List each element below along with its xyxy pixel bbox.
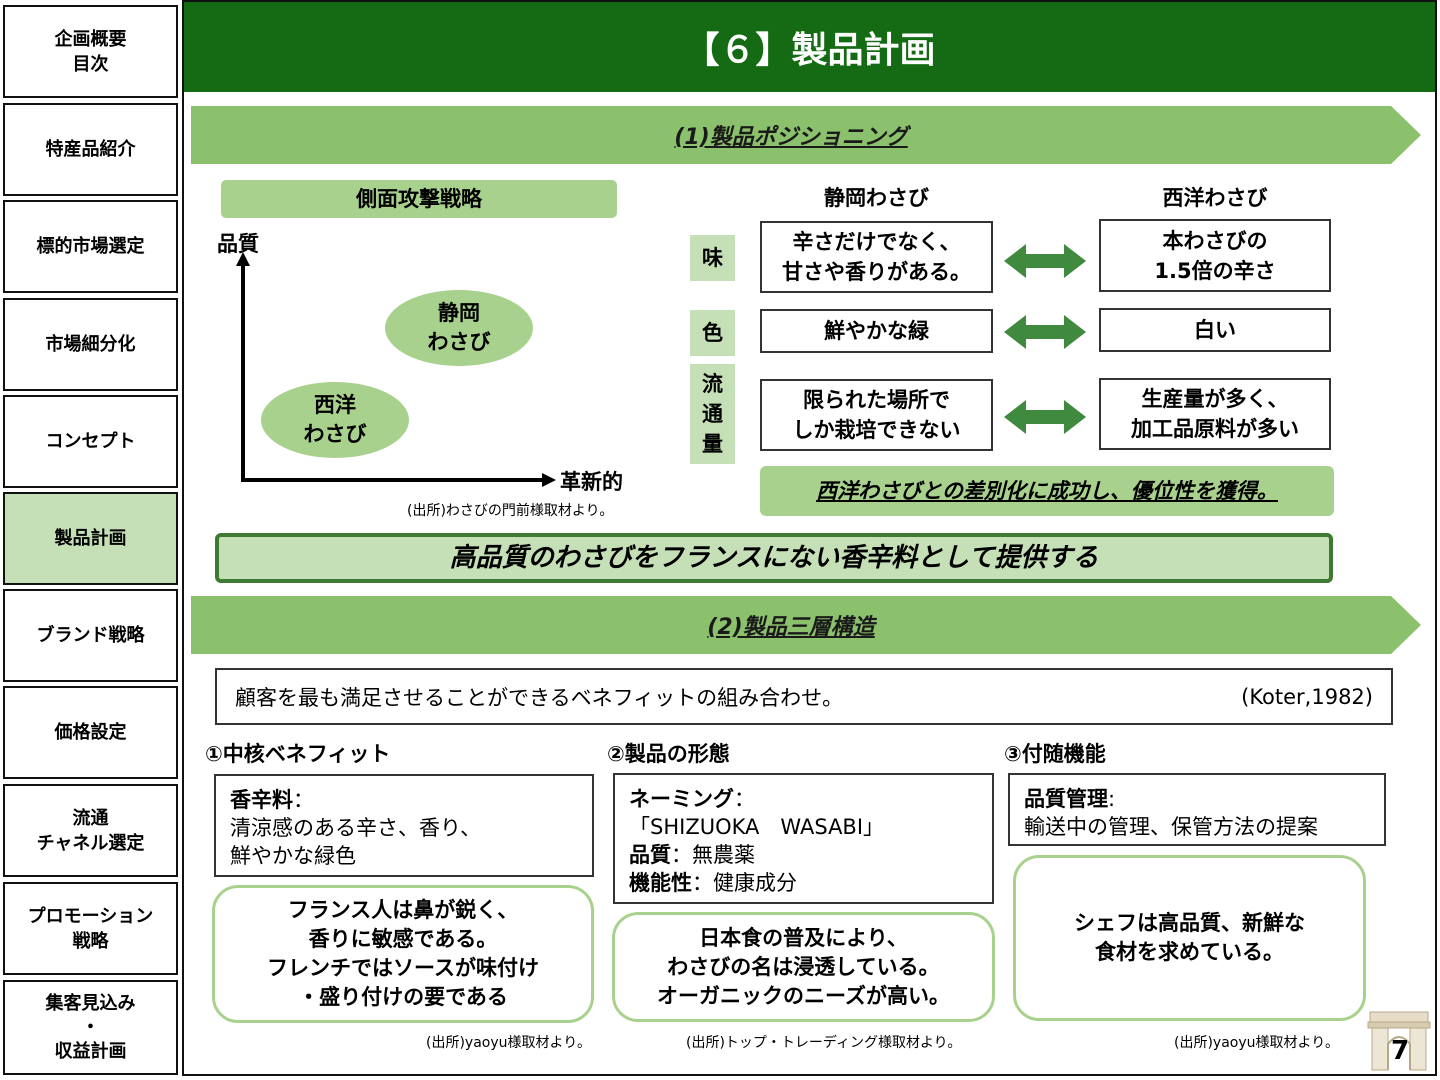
sidebar-item-target-market[interactable]: 標的市場選定 [3, 200, 178, 293]
col1-title: ①中核ベネフィット [205, 742, 391, 766]
col2-title: ②製品の形態 [607, 742, 730, 766]
source-note-3: (出所)トップ・トレーディング様取材より。 [686, 1035, 962, 1051]
col2-function-value: 健康成分 [713, 871, 797, 895]
col2-quality-term: 品質 [629, 843, 671, 867]
page-title: 【６】製品計画 [184, 2, 1435, 92]
col1-desc: 清涼感のある辛さ、香り、 鮮やかな緑色 [230, 816, 482, 868]
sidebar-item-brand[interactable]: ブランド戦略 [3, 589, 178, 682]
sidebar-item-concept[interactable]: コンセプト [3, 395, 178, 488]
col1-bubble: フランス人は鼻が鋭く、 香りに敏感である。 フレンチではソースが味付け ・盛り付… [212, 885, 594, 1023]
shizuoka-distribution: 限られた場所で しか栽培できない [760, 379, 993, 451]
sidebar-item-pricing[interactable]: 価格設定 [3, 686, 178, 779]
western-color: 白い [1099, 308, 1331, 352]
conclusion-text: 西洋わさびとの差別化に成功し、優位性を獲得。 [760, 466, 1334, 516]
col3-bubble: シェフは高品質、新鮮な 食材を求めている。 [1013, 855, 1366, 1021]
col3-term: 品質管理 [1024, 787, 1108, 811]
col-head-shizuoka: 静岡わさび [824, 186, 929, 210]
col2-naming-value: 「SHIZUOKA WASABI」 [629, 815, 885, 839]
section2-banner: (2)製品三層構造 [707, 615, 875, 640]
sidebar-item-overview[interactable]: 企画概要 目次 [3, 5, 178, 98]
ellipse-shizuoka-wasabi: 静岡 わさび [385, 290, 533, 366]
shizuoka-color: 鮮やかな緑 [760, 309, 993, 353]
col2-naming-term: ネーミング [629, 787, 734, 811]
row-label-taste: 味 [690, 235, 735, 281]
ellipse-western-wasabi: 西洋 わさび [261, 382, 409, 458]
sidebar-item-promotion[interactable]: プロモーション 戦略 [3, 882, 178, 975]
sidebar-item-revenue[interactable]: 集客見込み ・ 収益計画 [3, 980, 178, 1075]
col2-function-term: 機能性 [629, 871, 692, 895]
western-taste: 本わさびの 1.5倍の辛さ [1099, 219, 1331, 292]
col3-desc: 輸送中の管理、保管方法の提案 [1024, 815, 1318, 839]
definition-text: 顧客を最も満足させることができるベネフィットの組み合わせ。 [235, 685, 844, 710]
section1-banner-shape [191, 106, 1421, 164]
col2-sep: ： [734, 787, 755, 811]
row-label-color: 色 [690, 310, 735, 356]
source-note-1: (出所)わさびの門前様取材より。 [407, 503, 614, 519]
shizuoka-taste: 辛さだけでなく、 甘さや香りがある。 [760, 221, 993, 293]
col3-desc-box: 品質管理: 輸送中の管理、保管方法の提案 [1008, 773, 1386, 846]
western-distribution: 生産量が多く、 加工品原料が多い [1099, 378, 1331, 450]
col1-desc-box: 香辛料： 清涼感のある辛さ、香り、 鮮やかな緑色 [214, 774, 594, 877]
definition-box: 顧客を最も満足させることができるベネフィットの組み合わせ。 (Koter,198… [215, 668, 1393, 725]
double-arrow-icon [1004, 244, 1086, 434]
section2-banner-shape [191, 596, 1421, 654]
sidebar-item-segmentation[interactable]: 市場細分化 [3, 298, 178, 391]
col2-bubble: 日本食の普及により、 わさびの名は浸透している。 オーガニックのニーズが高い。 [612, 912, 995, 1022]
col2-desc-box: ネーミング： 「SHIZUOKA WASABI」 品質：無農薬 機能性：健康成分 [613, 773, 994, 904]
arch-icon [1367, 1011, 1431, 1071]
x-axis-label: 革新的 [560, 470, 623, 494]
section1-banner: (1)製品ポジショニング [674, 125, 908, 150]
col3-sep: : [1108, 787, 1116, 811]
strategy-label: 側面攻撃戦略 [221, 180, 617, 218]
citation: (Koter,1982) [1241, 684, 1373, 709]
sidebar-item-specialty[interactable]: 特産品紹介 [3, 103, 178, 196]
source-note-4: (出所)yaoyu様取材より。 [1174, 1035, 1339, 1051]
positioning-axes [236, 252, 556, 487]
row-label-distribution: 流 通 量 [690, 364, 735, 464]
sidebar-item-product-plan[interactable]: 製品計画 [3, 492, 178, 585]
page-number: 7 [1390, 1036, 1410, 1066]
col1-term: 香辛料 [230, 788, 293, 812]
col2-quality-value: 無農薬 [692, 843, 755, 867]
col3-title: ③付随機能 [1004, 742, 1106, 766]
main-frame [182, 0, 1437, 1076]
col-head-western: 西洋わさび [1162, 186, 1268, 210]
col1-sep: ： [293, 788, 314, 812]
y-axis-label: 品質 [217, 232, 259, 256]
source-note-2: (出所)yaoyu様取材より。 [426, 1035, 591, 1051]
product-statement: 高品質のわさびをフランスにない香辛料として提供する [215, 533, 1333, 583]
double-arrows [1004, 244, 1086, 434]
sidebar-item-channel[interactable]: 流通 チャネル選定 [3, 784, 178, 877]
